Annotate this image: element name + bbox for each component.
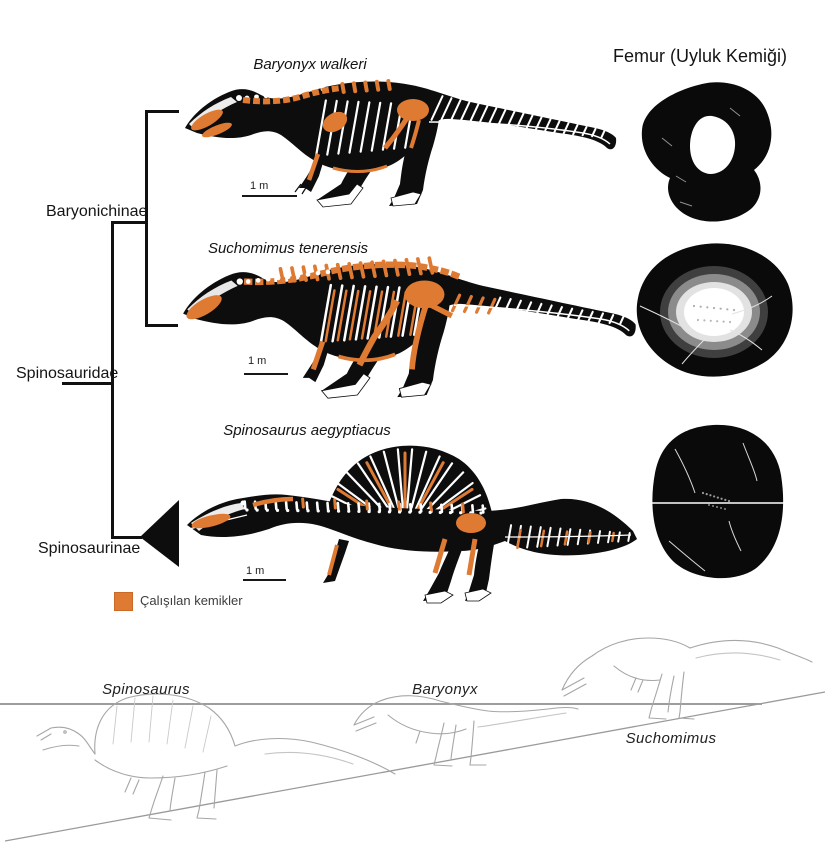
- suchomimus-tail-midline: [453, 304, 630, 332]
- baryonyx-jaw-orange: [202, 122, 232, 138]
- species-title-baryonyx: Baryonyx walkeri: [253, 56, 367, 73]
- suchomimus-leg-far-orange: [409, 302, 430, 370]
- baryonyx-snout-orange: [191, 109, 223, 131]
- femur-column-title: Femur (Uyluk Kemiği): [612, 46, 788, 66]
- spinosaurus-vertebrae-orange: [301, 497, 465, 514]
- suchomimus-skeleton-illustration: [183, 256, 636, 399]
- tree-node-baryonichinae: [111, 221, 148, 224]
- suchomimus-eye-socket: [236, 278, 243, 285]
- femur2-core-speckles: [692, 304, 736, 324]
- suchomimus-pelvis-orange: [404, 280, 445, 309]
- ground-slope-line: [4, 691, 825, 842]
- baryonyx-eye-socket: [236, 95, 242, 101]
- baryonyx-foot-near: [316, 183, 364, 208]
- tree-vertical-spinosauridae: [111, 221, 114, 539]
- suchomimus-ischium-orange: [429, 302, 454, 319]
- baryonyx-tail-midline: [428, 121, 611, 145]
- collapsed-clade-triangle: [140, 500, 179, 567]
- sketch-label-baryonyx: Baryonyx: [412, 681, 478, 698]
- tree-root-branch: [62, 382, 114, 385]
- spinosaurus-eye-socket: [240, 500, 246, 506]
- spinosaurus-tail-midline: [504, 534, 632, 538]
- spinosaurus-foot-far: [464, 588, 492, 602]
- baryonyx-back-orange-patches: [340, 79, 392, 94]
- baryonyx-pelvis-orange: [397, 99, 429, 121]
- sketch-label-spinosaurus: Spinosaurus: [102, 681, 190, 698]
- tree-branch-spinosaurinae: [111, 536, 142, 539]
- legend-color-swatch: [114, 592, 133, 611]
- baryonyx-arm-orange: [306, 153, 321, 181]
- suchomimus-sketch: [561, 637, 813, 720]
- spinosaurus-legs-orange: [432, 538, 478, 576]
- scalebar-3-label: 1 m: [246, 565, 265, 577]
- scalebar-3-line: [243, 579, 286, 581]
- species-title-suchomimus: Suchomimus tenerensis: [207, 240, 369, 257]
- suchomimus-foot-near: [320, 373, 371, 399]
- suchomimus-femur-cross-section: [636, 243, 793, 377]
- baryonyx-skeleton-illustration: [185, 79, 617, 208]
- baryonyx-tail-stripes: [430, 95, 606, 139]
- suchomimus-leg-near-orange: [356, 299, 401, 367]
- baryonyx-femur-cross-section: [641, 82, 772, 222]
- species-title-spinosaurus: Spinosaurus aegyptiacus: [223, 422, 391, 439]
- baryonyx-sketch: [353, 695, 579, 767]
- baryonyx-foot-far: [390, 191, 422, 207]
- femur3-cracks: [668, 442, 758, 572]
- suchomimus-gastralia-orange: [337, 352, 396, 363]
- spinosaurus-pelvis-orange: [456, 513, 486, 533]
- suchomimus-tail-ticks-orange: [450, 293, 497, 315]
- spinosaurus-neck-orange: [252, 496, 294, 508]
- size-comparison-panel: [0, 637, 825, 842]
- baryonyx-ischium-orange: [409, 119, 421, 149]
- scalebar-1-line: [242, 195, 297, 197]
- spinosaurus-tail-ticks-orange: [516, 528, 615, 550]
- suchomimus-arm-orange: [310, 340, 326, 371]
- scalebar-2-line: [244, 373, 288, 375]
- baryonyx-shoulder-orange: [322, 111, 348, 133]
- suchomimus-snout-orange: [186, 295, 222, 320]
- spinosaurus-skeleton-illustration: [187, 445, 637, 604]
- spinosaurus-arm-orange: [327, 544, 339, 576]
- suchomimus-foot-far: [398, 381, 432, 398]
- legend-studied-bones-label: Çalışılan kemikler: [140, 593, 243, 608]
- tree-branch-baryonyx: [145, 110, 179, 113]
- spinosaurus-femur-cross-section: [649, 424, 785, 579]
- scalebar-1-label: 1 m: [250, 180, 269, 192]
- baryonyx-femur-orange: [383, 116, 410, 150]
- baryonyx-neck-orange-chain: [242, 85, 342, 105]
- scalebar-2-label: 1 m: [248, 355, 267, 367]
- spinosaurus-sketch: [36, 693, 396, 821]
- suchomimus-neck-vertebrae: [245, 269, 331, 284]
- baryonyx-hand-claws: [294, 183, 308, 195]
- sketch-label-suchomimus: Suchomimus: [625, 730, 717, 747]
- femur3-center-speckles: [701, 491, 731, 510]
- tree-branch-suchomimus: [145, 324, 178, 327]
- spinosaurus-spine-dots: [245, 508, 483, 515]
- clade-label-spinosaurinae: Spinosaurinae: [38, 540, 141, 557]
- baryonyx-gastralia-orange: [332, 164, 388, 173]
- spinosaurus-foot-near: [424, 590, 454, 604]
- femur2-cracks: [639, 295, 773, 365]
- femur1-texture: [661, 107, 741, 207]
- tree-vertical-baryonichinae: [145, 110, 148, 327]
- spinosaurus-snout-orange: [191, 513, 231, 529]
- clade-label-spinosauridae: Spinosauridae: [16, 365, 119, 382]
- suchomimus-neural-spines-orange: [278, 256, 435, 284]
- clade-label-baryonichinae: Baryonichinae: [46, 203, 148, 220]
